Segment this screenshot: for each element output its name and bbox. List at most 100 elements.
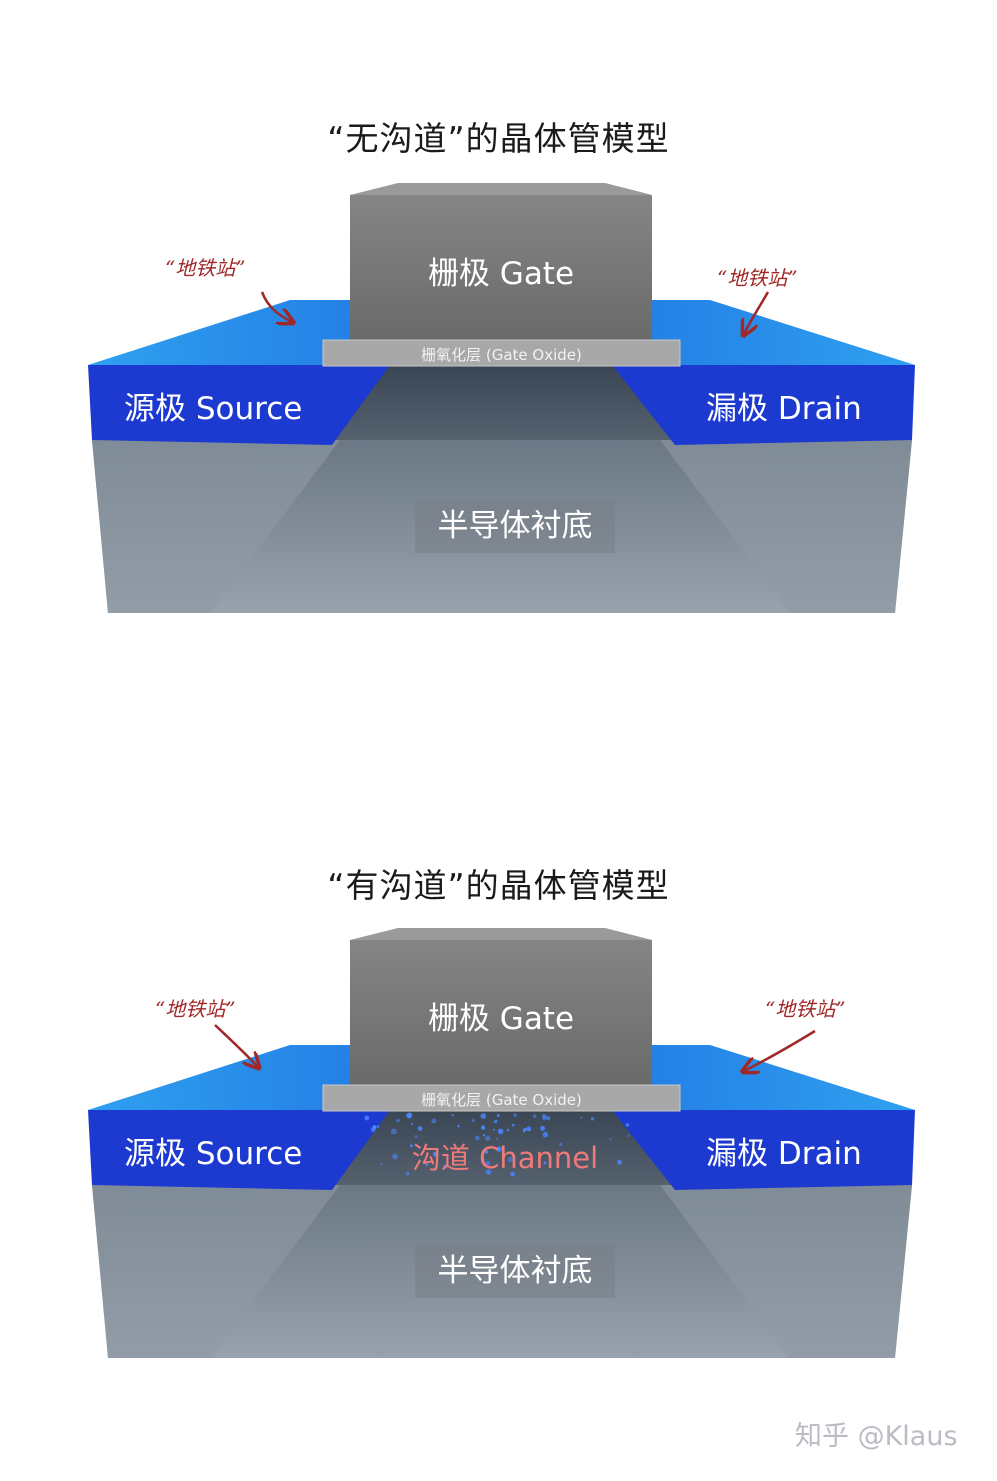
electron-dot — [392, 1153, 398, 1160]
substrate-label: 半导体衬底 — [415, 499, 615, 553]
electron-dot — [511, 1123, 515, 1127]
electron-dot — [617, 1159, 622, 1165]
annotation-arrow-left — [260, 291, 292, 322]
electron-dot — [443, 1164, 448, 1169]
electron-dot — [482, 1134, 486, 1137]
channel-region — [318, 1110, 690, 1185]
transistor-diagram-with-channel: “有沟道”的晶体管模型 栅极 Gate 栅氧化层 (Gate Oxide) 源极… — [0, 745, 997, 1481]
electron-dot — [433, 1169, 436, 1172]
substrate-facet-left — [92, 440, 340, 613]
electron-dot — [532, 1114, 537, 1118]
electron-dot — [424, 1162, 429, 1167]
substrate-facet-right — [660, 1185, 912, 1358]
electron-dot — [481, 1125, 486, 1130]
gate-oxide-label: 栅氧化层 (Gate Oxide) — [421, 1091, 582, 1109]
electron-dot — [497, 1128, 504, 1135]
electron-dot — [372, 1125, 377, 1130]
electron-dot — [540, 1125, 546, 1131]
channel-electrons — [364, 1112, 630, 1177]
electron-dot — [543, 1161, 547, 1165]
electron-dot — [364, 1115, 370, 1121]
substrate-facet-left — [92, 1185, 340, 1358]
electron-dot — [471, 1118, 476, 1123]
electron-dot — [484, 1135, 491, 1142]
electron-dot — [510, 1171, 515, 1177]
gate-oxide-layer — [322, 339, 681, 367]
electron-dot — [451, 1114, 454, 1117]
source-label: 源极 Source — [124, 1136, 303, 1172]
electron-dot — [485, 1169, 492, 1175]
station-annotation-right: “地铁站” — [717, 266, 798, 290]
electron-dot — [580, 1116, 583, 1119]
gate-block — [350, 940, 652, 1085]
electron-dot — [513, 1113, 517, 1117]
gate-oxide-layer — [322, 1084, 681, 1112]
substrate-label: 半导体衬底 — [415, 1244, 615, 1298]
electron-dot — [390, 1128, 397, 1135]
electron-dot — [406, 1112, 413, 1119]
station-annotation-left: “地铁站” — [155, 997, 236, 1021]
electron-dot — [559, 1142, 563, 1146]
drain-label: 漏极 Drain — [706, 1136, 862, 1172]
electron-dot — [609, 1138, 612, 1141]
transistor-illustration — [88, 928, 915, 1358]
electron-dot — [496, 1113, 500, 1118]
electron-dot — [380, 1162, 383, 1166]
diagram-title: “有沟道”的晶体管模型 — [327, 866, 670, 905]
annotation-arrow-right — [744, 1029, 816, 1071]
gate-oxide-label: 栅氧化层 (Gate Oxide) — [421, 346, 582, 364]
drain-label: 漏极 Drain — [706, 391, 862, 427]
electron-dot — [496, 1137, 499, 1140]
electron-dot — [433, 1151, 439, 1157]
electron-dot — [492, 1128, 495, 1131]
electron-dot — [405, 1171, 410, 1176]
gate-top-face — [350, 183, 652, 195]
watermark: 知乎 @Klaus — [795, 1421, 958, 1452]
substrate-facet-right — [660, 440, 912, 613]
annotation-arrow-right — [744, 291, 770, 334]
electron-dot — [376, 1125, 380, 1128]
source-region — [88, 365, 390, 445]
electron-dot — [507, 1156, 514, 1163]
electron-dot — [542, 1115, 547, 1121]
electron-dot — [417, 1126, 423, 1131]
electron-dot — [506, 1128, 510, 1132]
electron-dot — [480, 1113, 487, 1119]
gate-top-face — [350, 928, 652, 940]
station-annotation-left: “地铁站” — [165, 256, 246, 280]
transistor-diagram-no-channel: “无沟道”的晶体管模型 栅极 Gate 栅氧化层 (Gate Oxide) 源极… — [0, 0, 997, 736]
electron-dot — [431, 1118, 437, 1124]
source-label: 源极 Source — [124, 391, 303, 427]
drain-region — [612, 1110, 915, 1190]
electron-dot — [522, 1130, 526, 1133]
electron-dot — [484, 1150, 489, 1154]
electron-dot — [475, 1135, 480, 1141]
channel-region — [318, 365, 690, 440]
drain-region — [612, 365, 915, 445]
diagram-title: “无沟道”的晶体管模型 — [327, 119, 670, 158]
electron-dot — [590, 1117, 595, 1121]
electron-dot — [406, 1114, 409, 1117]
electron-dot — [526, 1126, 532, 1132]
electron-dot — [457, 1125, 460, 1128]
electron-dot — [625, 1123, 630, 1127]
annotation-arrow-left — [214, 1024, 258, 1067]
transistor-illustration — [88, 183, 915, 613]
electron-dot — [481, 1158, 485, 1163]
gate-label: 栅极 Gate — [427, 256, 575, 292]
electron-dot — [496, 1146, 502, 1152]
electron-dot — [411, 1122, 414, 1125]
gate-label: 栅极 Gate — [427, 1001, 575, 1037]
electron-dot — [396, 1118, 400, 1123]
electron-dot — [493, 1119, 498, 1124]
electron-dot — [546, 1116, 551, 1121]
gate-block — [350, 195, 652, 340]
channel-label: 沟道 Channel — [411, 1141, 599, 1175]
electron-dot — [414, 1135, 418, 1139]
electron-dot — [542, 1131, 549, 1138]
station-annotation-right: “地铁站” — [765, 997, 846, 1021]
source-region — [88, 1110, 390, 1190]
electron-dot — [410, 1144, 413, 1148]
electron-dot — [627, 1134, 630, 1137]
electron-dot — [485, 1161, 490, 1166]
